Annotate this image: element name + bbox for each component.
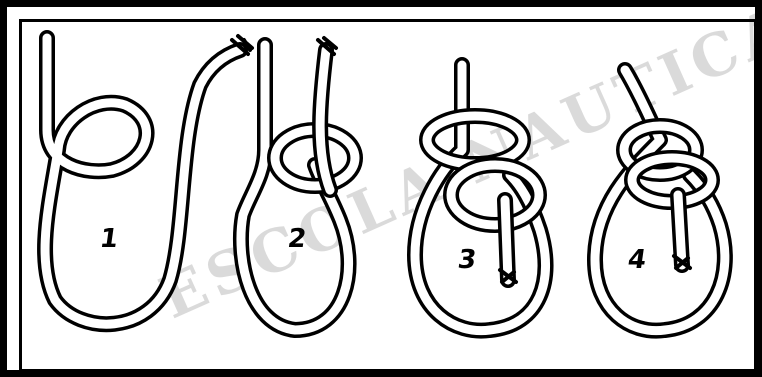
knot-step-3 (415, 65, 546, 331)
knot-step-4 (595, 70, 725, 331)
knot-step-2 (241, 38, 355, 330)
knot-step-1 (45, 36, 252, 324)
